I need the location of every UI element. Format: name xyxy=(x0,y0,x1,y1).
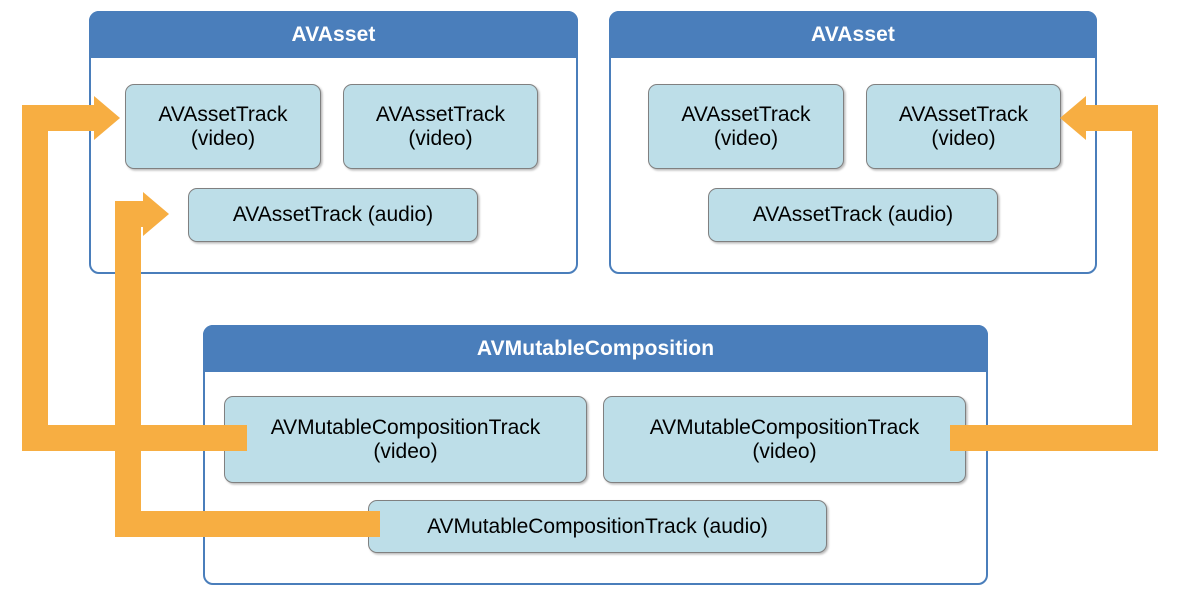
connector-2-vertical xyxy=(115,201,141,537)
track-comp-audio[interactable]: AVMutableCompositionTrack (audio) xyxy=(368,500,827,553)
track-comp-video-2-label: AVMutableCompositionTrack (video) xyxy=(649,415,920,463)
container-avasset-left-header: AVAsset xyxy=(89,11,578,58)
connector-3-horizontal-bottom xyxy=(950,425,1158,451)
container-avmutablecomposition-header: AVMutableComposition xyxy=(203,325,988,372)
track-comp-video-1[interactable]: AVMutableCompositionTrack (video) xyxy=(224,396,587,483)
connector-2-horizontal-top xyxy=(115,201,143,227)
connector-1-horizontal-top xyxy=(22,105,94,131)
track-asset-left-video-2-label: AVAssetTrack (video) xyxy=(375,102,506,150)
container-avmutablecomposition-title: AVMutableComposition xyxy=(476,336,715,360)
track-asset-right-audio-label: AVAssetTrack (audio) xyxy=(752,203,954,227)
track-comp-video-2[interactable]: AVMutableCompositionTrack (video) xyxy=(603,396,966,483)
track-asset-right-video-1-label: AVAssetTrack (video) xyxy=(681,102,811,150)
track-asset-right-video-2[interactable]: AVAssetTrack (video) xyxy=(866,84,1061,169)
connector-2-horizontal-bottom xyxy=(115,511,380,537)
track-asset-right-video-2-label: AVAssetTrack (video) xyxy=(898,102,1029,150)
track-asset-left-video-1-label: AVAssetTrack (video) xyxy=(158,102,288,150)
connector-1-arrow-head-icon xyxy=(94,96,120,140)
container-avasset-right-title: AVAsset xyxy=(811,22,895,46)
connector-2-arrow-head-icon xyxy=(143,192,169,236)
track-comp-audio-label: AVMutableCompositionTrack (audio) xyxy=(427,514,768,538)
connector-3-horizontal-top xyxy=(1086,105,1158,131)
track-asset-left-audio-label: AVAssetTrack (audio) xyxy=(232,203,434,227)
track-asset-left-audio[interactable]: AVAssetTrack (audio) xyxy=(188,188,478,242)
connector-3-arrow-head-icon xyxy=(1060,96,1086,140)
container-avasset-right-header: AVAsset xyxy=(609,11,1097,58)
container-avasset-left-title: AVAsset xyxy=(291,22,376,46)
track-asset-left-video-2[interactable]: AVAssetTrack (video) xyxy=(343,84,538,169)
track-asset-right-audio[interactable]: AVAssetTrack (audio) xyxy=(708,188,998,242)
connector-3-vertical xyxy=(1132,105,1158,451)
track-asset-right-video-1[interactable]: AVAssetTrack (video) xyxy=(648,84,844,169)
track-comp-video-1-label: AVMutableCompositionTrack (video) xyxy=(270,415,541,463)
connector-1-vertical xyxy=(22,105,48,451)
track-asset-left-video-1[interactable]: AVAssetTrack (video) xyxy=(125,84,321,169)
